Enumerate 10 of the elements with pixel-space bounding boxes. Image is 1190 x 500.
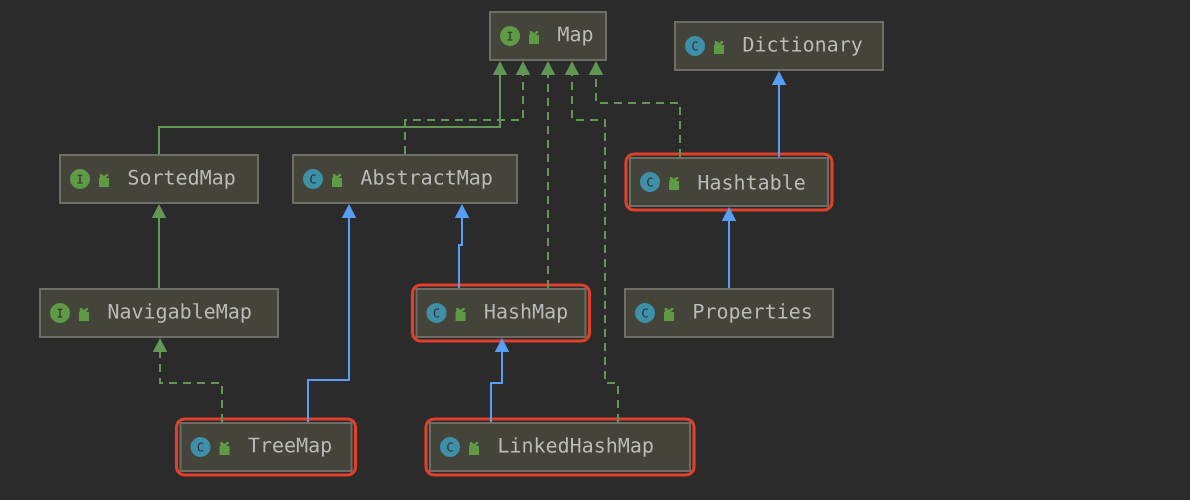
class-name: Dictionary	[743, 36, 862, 56]
class-name: AbstractMap	[360, 169, 492, 189]
class-name: Properties	[694, 303, 811, 323]
class-name: Map	[558, 26, 593, 46]
class-name: NavigableMap	[108, 303, 251, 323]
class-name: SortedMap	[128, 169, 235, 189]
class-name: HashMap	[485, 303, 567, 323]
class-name: TreeMap	[248, 437, 331, 457]
class-name: LinkedHashMap	[499, 437, 653, 457]
class-name: Hashtable	[698, 174, 805, 190]
